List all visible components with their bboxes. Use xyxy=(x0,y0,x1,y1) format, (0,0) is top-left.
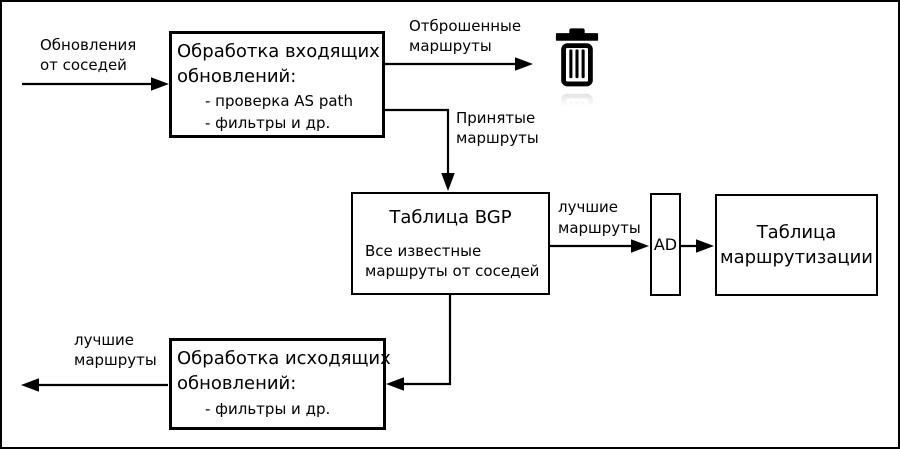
incoming-updates-item-as-path-check: - проверка AS path xyxy=(205,92,353,110)
label-best-routes-to-routing-table: лучшие маршруты xyxy=(558,198,641,237)
label-updates-from-neighbors: Обновления от соседей xyxy=(40,36,137,74)
arrowhead-updates-in xyxy=(151,77,169,91)
label-best-routes-outgoing: лучшие маршруты xyxy=(74,331,157,369)
routing-table-title: Таблица маршрутизации xyxy=(719,222,874,268)
incoming-updates-box: Обработка входящих обновлений: - проверк… xyxy=(169,31,385,138)
routing-table-box: Таблица маршрутизации xyxy=(715,194,878,296)
arrow-accepted-line xyxy=(384,108,450,175)
ad-box: AD xyxy=(650,193,681,296)
outgoing-updates-box: Обработка исходящих обновлений: - фильтр… xyxy=(169,338,391,430)
arrowhead-best-out xyxy=(21,378,39,392)
arrowhead-accepted xyxy=(441,173,455,191)
bgp-table-subtitle: Все известные маршруты от соседей xyxy=(365,242,540,280)
outgoing-updates-title: Обработка исходящих обновлений: xyxy=(177,348,391,394)
arrowhead-discarded xyxy=(515,57,533,71)
arrow-bgp-to-outgoing-line xyxy=(403,293,452,386)
ad-label: AD xyxy=(653,235,678,254)
incoming-updates-title: Обработка входящих обновлений: xyxy=(177,41,380,87)
label-discarded-routes: Отброшенные маршруты xyxy=(409,17,522,55)
arrowhead-ad-to-routing xyxy=(696,239,714,253)
bgp-table-box: Таблица BGP Все известные маршруты от со… xyxy=(351,192,550,295)
bgp-table-title: Таблица BGP xyxy=(389,207,512,228)
outgoing-updates-item-filters: - фильтры и др. xyxy=(205,400,331,418)
arrowhead-best-to-ad xyxy=(631,239,649,253)
trash-icon xyxy=(554,28,600,108)
trash-icon-reflection xyxy=(554,90,600,108)
arrowhead-bgp-to-outgoing xyxy=(386,377,404,391)
label-accepted-routes: Принятые маршруты xyxy=(456,109,539,147)
incoming-updates-item-filters: - фильтры и др. xyxy=(205,114,331,132)
